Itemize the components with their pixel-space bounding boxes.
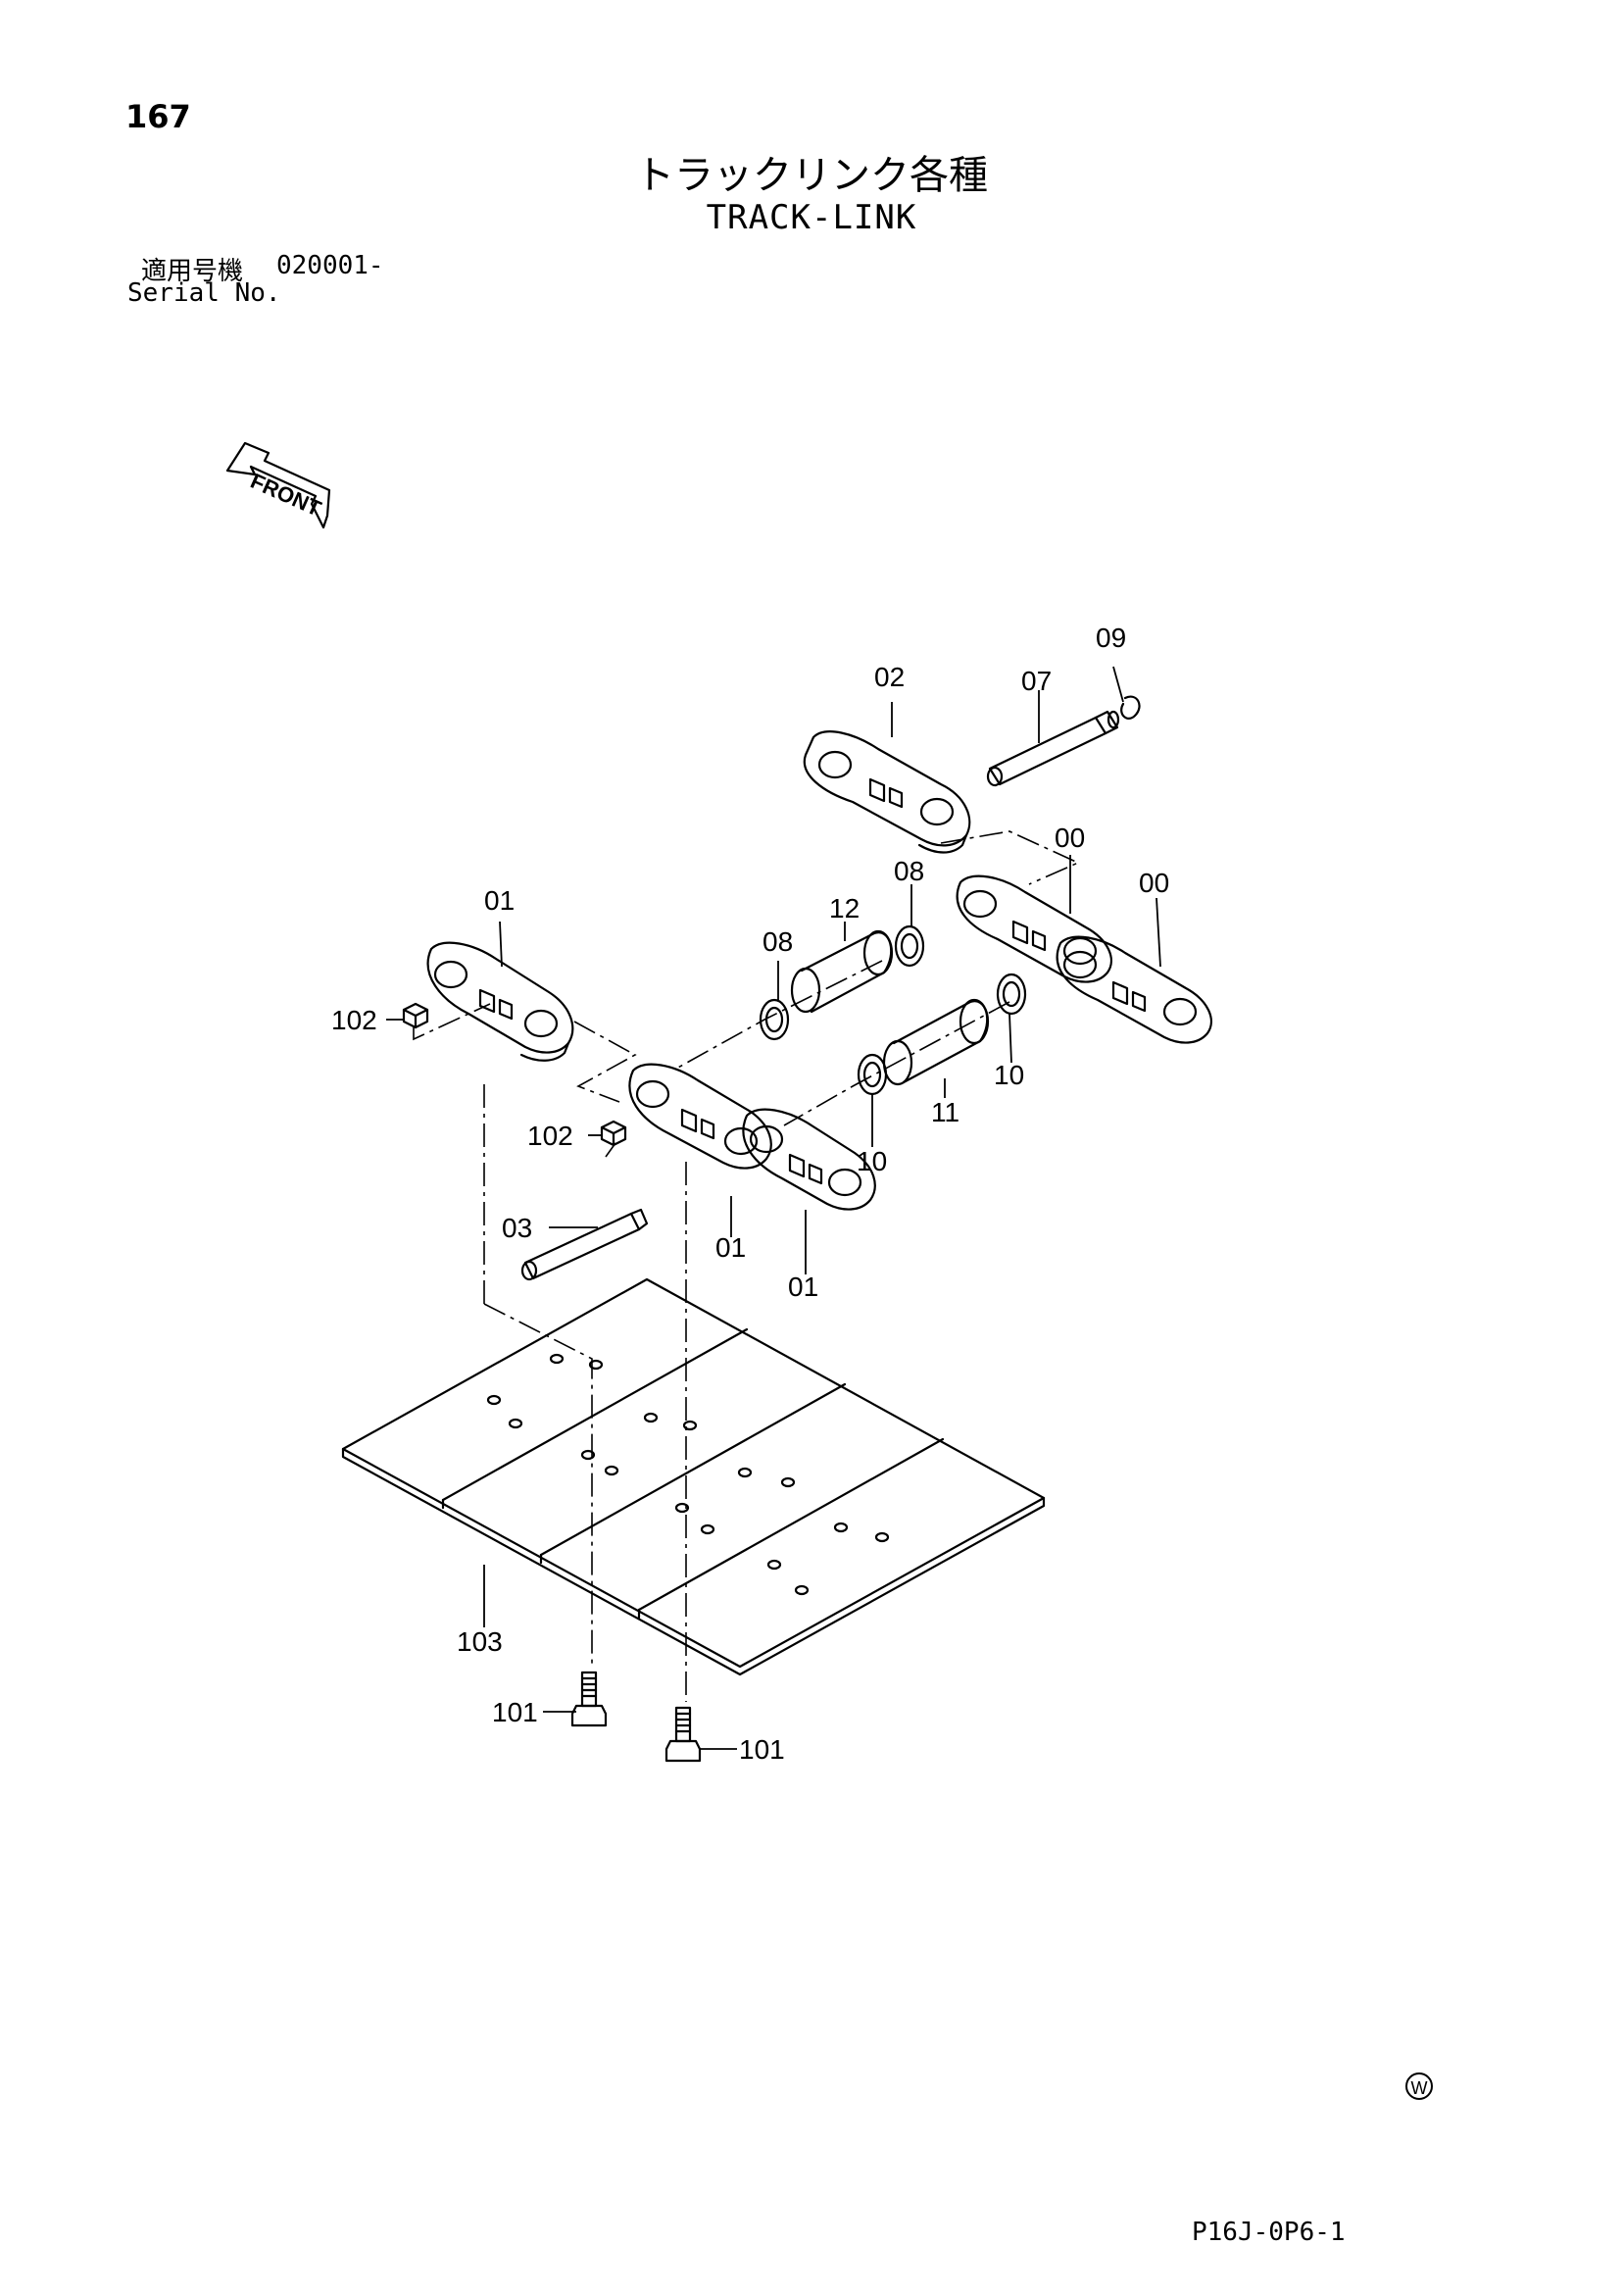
- front-arrow-label: FRONT: [247, 469, 325, 522]
- track-link-01-middle-a: [628, 1063, 772, 1170]
- callout-09: 09: [1096, 623, 1126, 653]
- assembly-lines: [413, 830, 1080, 1702]
- callout-12: 12: [829, 893, 860, 923]
- callout-08-b: 08: [762, 926, 793, 957]
- track-pin-07: [986, 710, 1120, 787]
- serial-label-english: Serial No.: [127, 278, 281, 308]
- callout-00-b: 00: [1139, 868, 1169, 898]
- callout-02: 02: [874, 662, 905, 692]
- callout-01-a: 01: [484, 885, 515, 916]
- title-japanese: トラックリンク各種: [635, 153, 988, 198]
- circlip-09: [1120, 695, 1141, 720]
- bolt-101-left: [570, 1671, 608, 1727]
- callout-01-c: 01: [788, 1272, 818, 1302]
- track-link-02: [803, 730, 971, 854]
- seal-ring-10-left: [857, 1053, 888, 1096]
- watermark-circle-icon: W: [1405, 2072, 1433, 2100]
- callout-08-a: 08: [894, 856, 924, 886]
- leader-lines: [386, 666, 1161, 1750]
- callout-10-a: 10: [994, 1060, 1024, 1090]
- callout-103: 103: [457, 1626, 503, 1657]
- callout-labels: 09 02 07 00 00 08 01 12 08 102 10 11 102…: [331, 623, 1169, 1765]
- callout-102-b: 102: [527, 1121, 573, 1151]
- page-number: 167: [125, 98, 191, 135]
- serial-range: 020001-: [276, 251, 384, 280]
- callout-07: 07: [1021, 666, 1052, 696]
- seal-ring-08-left: [759, 998, 790, 1041]
- track-link-00-lower: [1056, 935, 1212, 1044]
- nut-102-upper: [402, 1002, 429, 1029]
- track-link-00-upper: [956, 874, 1112, 983]
- track-shoe-103: [341, 1277, 1046, 1676]
- track-link-01-middle-b: [742, 1108, 876, 1211]
- front-arrow-icon: FRONT: [225, 441, 331, 529]
- callout-101-a: 101: [492, 1697, 538, 1727]
- seal-ring-10-right: [996, 973, 1027, 1016]
- watermark-symbol: W: [1411, 2078, 1428, 2098]
- callout-03: 03: [502, 1213, 532, 1243]
- callout-11: 11: [931, 1097, 959, 1127]
- title-english: TRACK-LINK: [706, 198, 917, 237]
- bushing-12: [790, 929, 894, 1014]
- callout-102-a: 102: [331, 1005, 377, 1035]
- track-pin-03: [520, 1208, 649, 1281]
- callout-00-a: 00: [1055, 823, 1085, 853]
- drawing-code: P16J-0P6-1: [1192, 2218, 1346, 2247]
- serial-label-japanese: 適用号機: [141, 257, 244, 286]
- track-link-01-upper: [426, 941, 574, 1062]
- callout-101-b: 101: [739, 1734, 785, 1765]
- callout-01-b: 01: [715, 1232, 746, 1263]
- nut-102-lower: [600, 1120, 627, 1147]
- seal-ring-08-right: [894, 924, 925, 968]
- bolt-101-right: [664, 1706, 702, 1763]
- callout-10-b: 10: [857, 1146, 887, 1176]
